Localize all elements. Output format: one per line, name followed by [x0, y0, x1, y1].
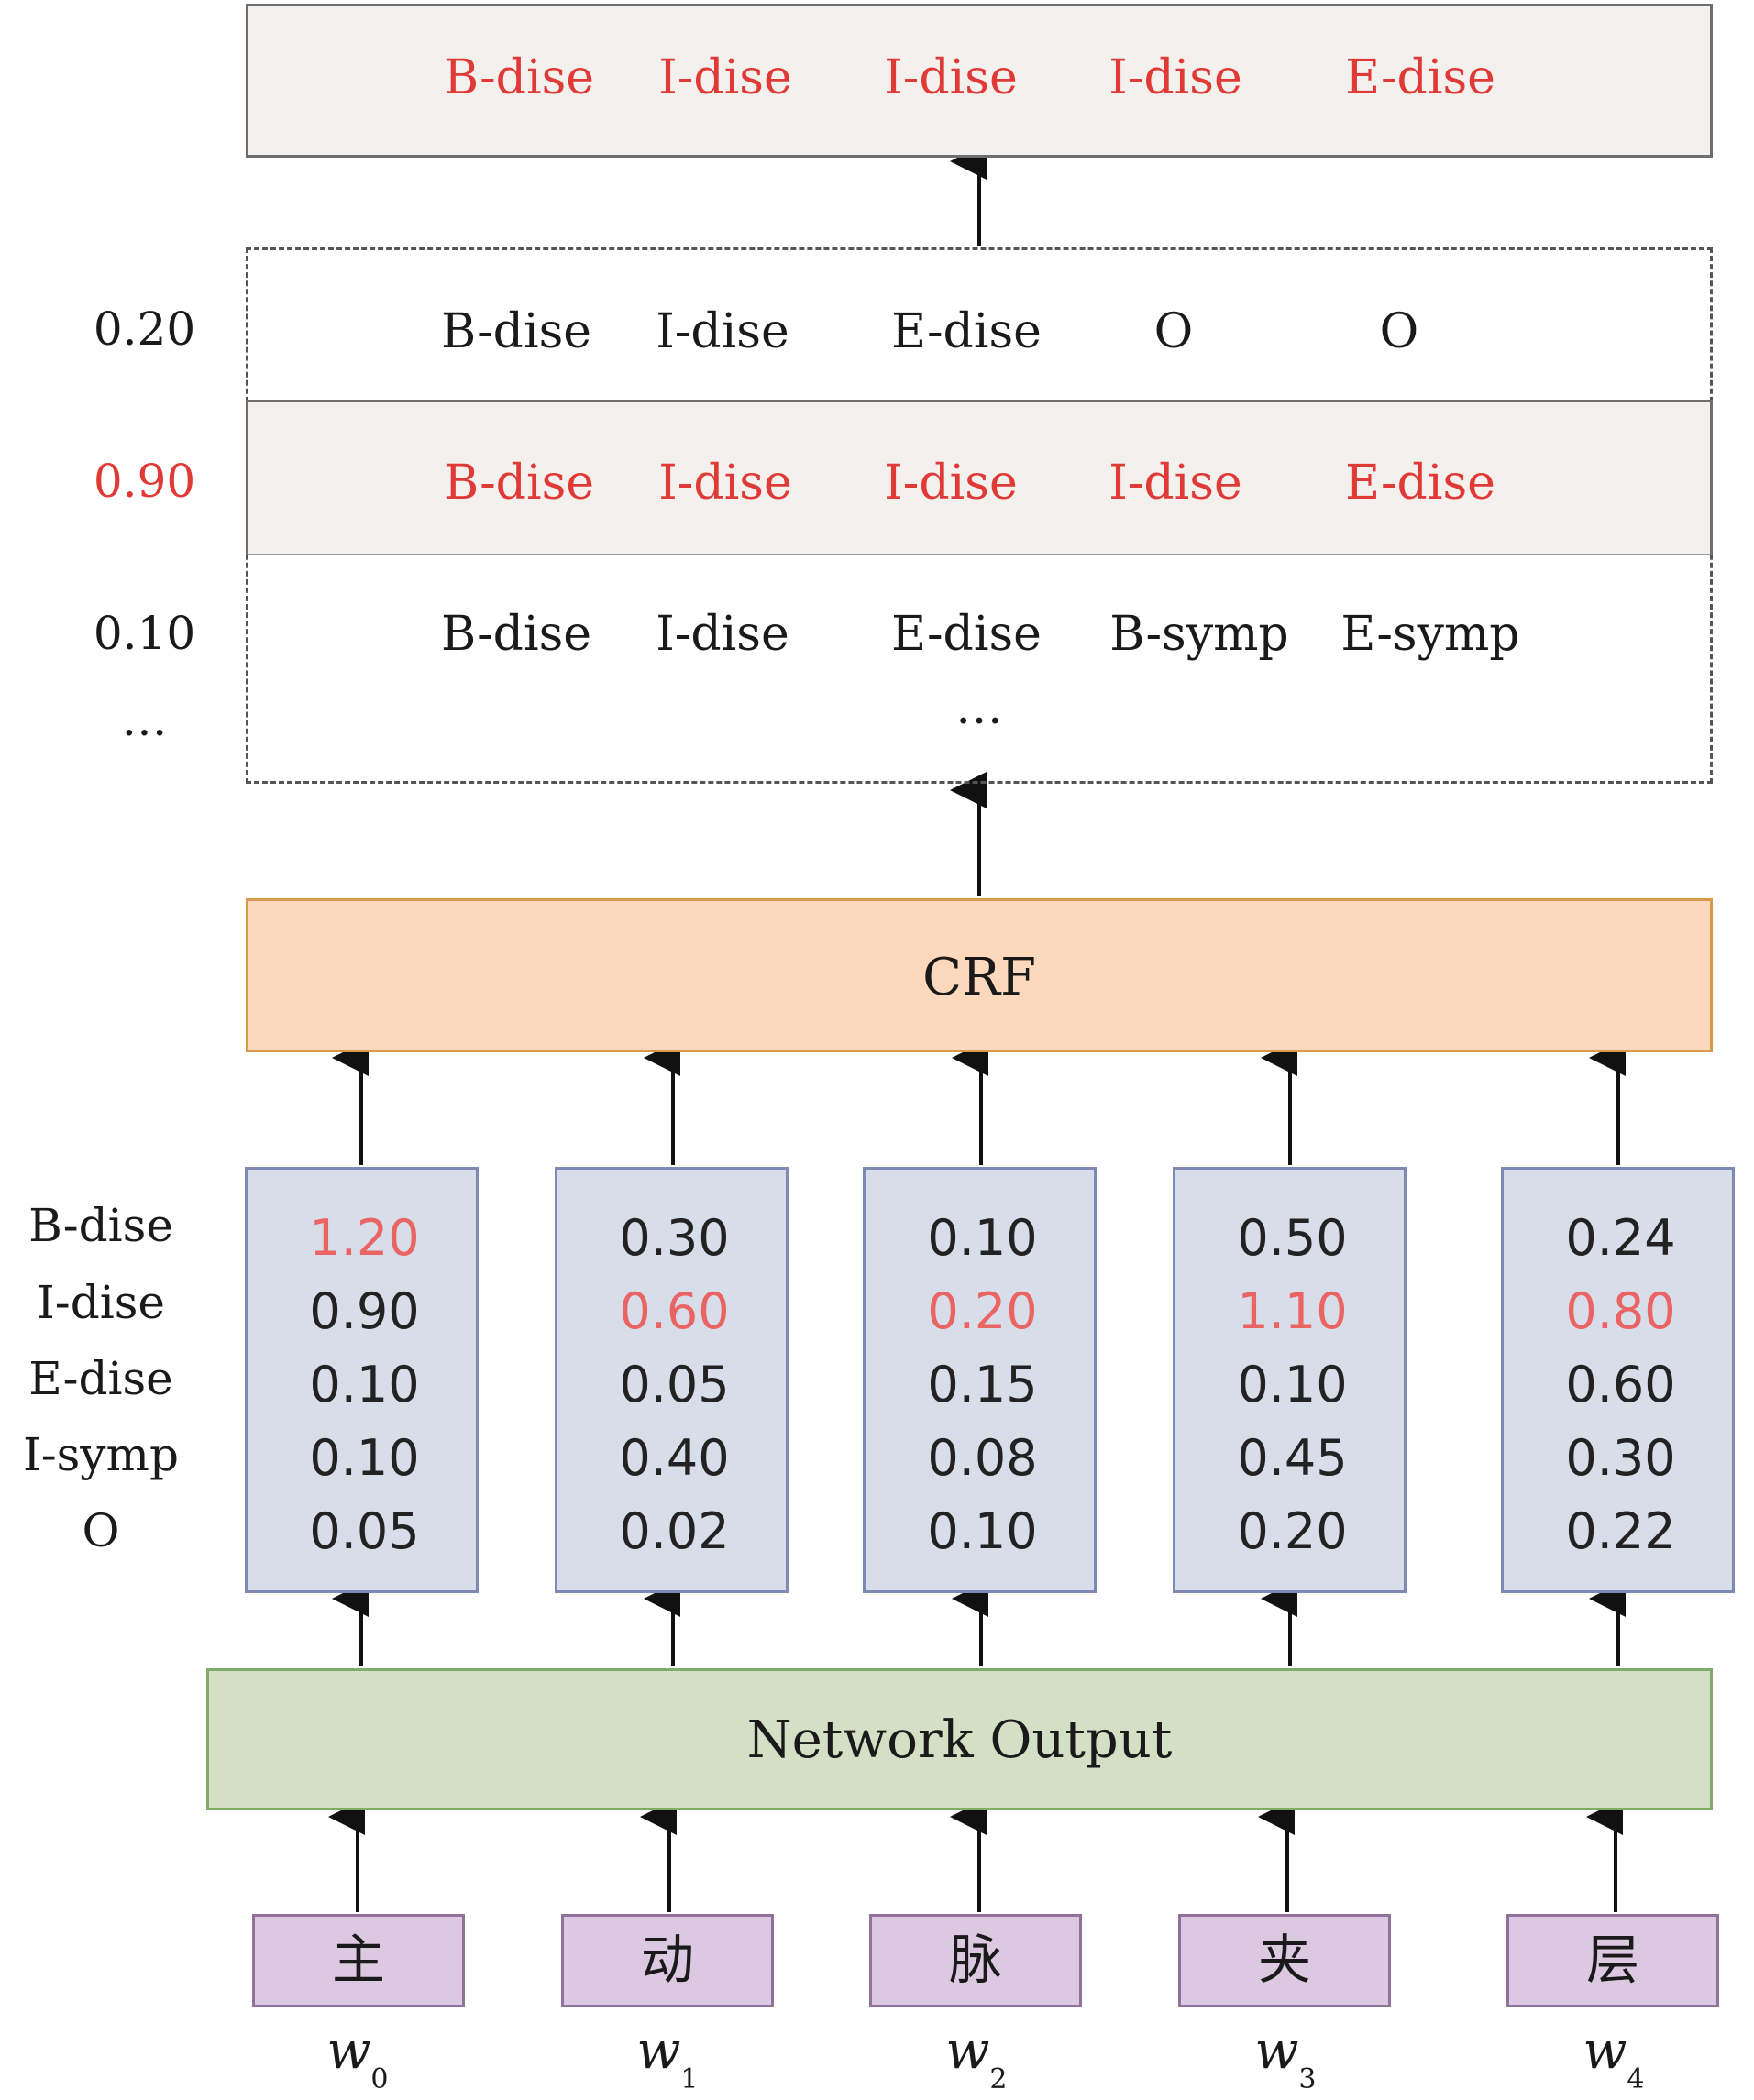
score-2-0: 0.10: [927, 1209, 1038, 1267]
crf-label: CRF: [922, 948, 1036, 1007]
word-label-2: w2: [945, 2021, 1008, 2096]
score-4-1: 0.80: [1565, 1282, 1676, 1340]
score-2-2: 0.15: [927, 1356, 1038, 1413]
score-0-0: 1.20: [309, 1209, 420, 1267]
char-box-1: 动: [561, 1914, 774, 2007]
candidates-ellipsis: …: [955, 680, 1003, 735]
cand2-prob: 0.10: [93, 607, 196, 660]
score-1-0: 0.30: [619, 1209, 730, 1267]
score-box-3: 0.50 1.10 0.10 0.45 0.20: [1173, 1167, 1407, 1593]
cand0-label-1: I-dise: [656, 304, 789, 359]
score-4-0: 0.24: [1565, 1209, 1676, 1267]
cand1-prob: 0.90: [93, 455, 196, 508]
score-4-4: 0.22: [1565, 1502, 1676, 1560]
score-0-2: 0.10: [309, 1356, 420, 1413]
score-3-4: 0.20: [1237, 1502, 1348, 1560]
cand0-prob: 0.20: [93, 302, 196, 356]
candidate-row-0: B-dise I-dise E-dise O O: [246, 247, 1713, 400]
final-label-4: E-dise: [1345, 50, 1495, 105]
network-output-box: Network Output: [206, 1668, 1713, 1810]
score-1-3: 0.40: [619, 1429, 730, 1487]
cand2-label-4: E-symp: [1340, 607, 1520, 662]
char-1: 动: [640, 1929, 694, 1991]
char-box-0: 主: [252, 1914, 465, 2007]
char-3: 夹: [1257, 1929, 1311, 1991]
score-4-3: 0.30: [1565, 1429, 1676, 1487]
score-3-1: 1.10: [1237, 1282, 1348, 1340]
score-0-3: 0.10: [309, 1429, 420, 1487]
cand0-label-4: O: [1379, 304, 1419, 359]
score-box-4: 0.24 0.80 0.60 0.30 0.22: [1501, 1167, 1735, 1593]
cand1-label-4: E-dise: [1345, 456, 1495, 511]
left-ellipsis: …: [121, 693, 168, 746]
score-4-2: 0.60: [1565, 1356, 1676, 1413]
final-label-2: I-dise: [884, 50, 1018, 105]
score-3-2: 0.10: [1237, 1356, 1348, 1413]
cand1-label-0: B-dise: [443, 456, 595, 511]
score-1-4: 0.02: [619, 1502, 730, 1560]
cand2-label-1: I-dise: [656, 607, 789, 662]
char-box-3: 夹: [1178, 1914, 1391, 2007]
char-2: 脉: [948, 1929, 1002, 1991]
network-output-label: Network Output: [746, 1710, 1173, 1770]
tag-label-i-dise: I-dise: [37, 1276, 165, 1329]
score-0-4: 0.05: [309, 1502, 420, 1560]
final-label-1: I-dise: [658, 50, 792, 105]
crf-box: CRF: [246, 898, 1713, 1052]
score-2-3: 0.08: [927, 1429, 1038, 1487]
cand1-label-2: I-dise: [884, 456, 1018, 511]
cand2-label-0: B-dise: [440, 607, 592, 662]
score-box-1: 0.30 0.60 0.05 0.40 0.02: [555, 1167, 789, 1593]
word-label-0: w0: [326, 2021, 389, 2096]
score-box-0: 1.20 0.90 0.10 0.10 0.05: [245, 1167, 479, 1593]
final-label-0: B-dise: [443, 50, 595, 105]
tag-label-b-dise: B-dise: [28, 1199, 173, 1252]
cand2-label-3: B-symp: [1109, 607, 1289, 662]
score-0-1: 0.90: [309, 1282, 420, 1340]
score-box-2: 0.10 0.20 0.15 0.08 0.10: [863, 1167, 1097, 1593]
score-3-0: 0.50: [1237, 1209, 1348, 1267]
char-0: 主: [331, 1929, 385, 1991]
cand1-label-1: I-dise: [658, 456, 792, 511]
cand2-label-2: E-dise: [891, 607, 1042, 662]
final-output-box: B-dise I-dise I-dise I-dise E-dise: [246, 4, 1713, 158]
tag-label-e-dise: E-dise: [28, 1352, 173, 1405]
char-4: 层: [1585, 1929, 1639, 1991]
tag-label-o: O: [82, 1504, 120, 1557]
cand1-label-3: I-dise: [1109, 456, 1242, 511]
char-box-4: 层: [1506, 1914, 1719, 2007]
cand0-label-2: E-dise: [891, 304, 1042, 359]
score-3-3: 0.45: [1237, 1429, 1348, 1487]
cand0-label-3: O: [1153, 304, 1194, 359]
score-1-1: 0.60: [619, 1282, 730, 1340]
candidate-row-2: B-dise I-dise E-dise B-symp E-symp …: [246, 555, 1713, 784]
tag-label-i-symp: I-symp: [23, 1428, 179, 1481]
word-label-1: w1: [636, 2021, 699, 2096]
candidate-row-best: B-dise I-dise I-dise I-dise E-dise: [246, 400, 1713, 555]
word-label-4: w4: [1583, 2021, 1645, 2096]
final-label-3: I-dise: [1109, 50, 1242, 105]
char-box-2: 脉: [869, 1914, 1082, 2007]
score-2-1: 0.20: [927, 1282, 1038, 1340]
score-1-2: 0.05: [619, 1356, 730, 1413]
score-2-4: 0.10: [927, 1502, 1038, 1560]
word-label-3: w3: [1254, 2021, 1317, 2096]
cand0-label-0: B-dise: [440, 304, 592, 359]
